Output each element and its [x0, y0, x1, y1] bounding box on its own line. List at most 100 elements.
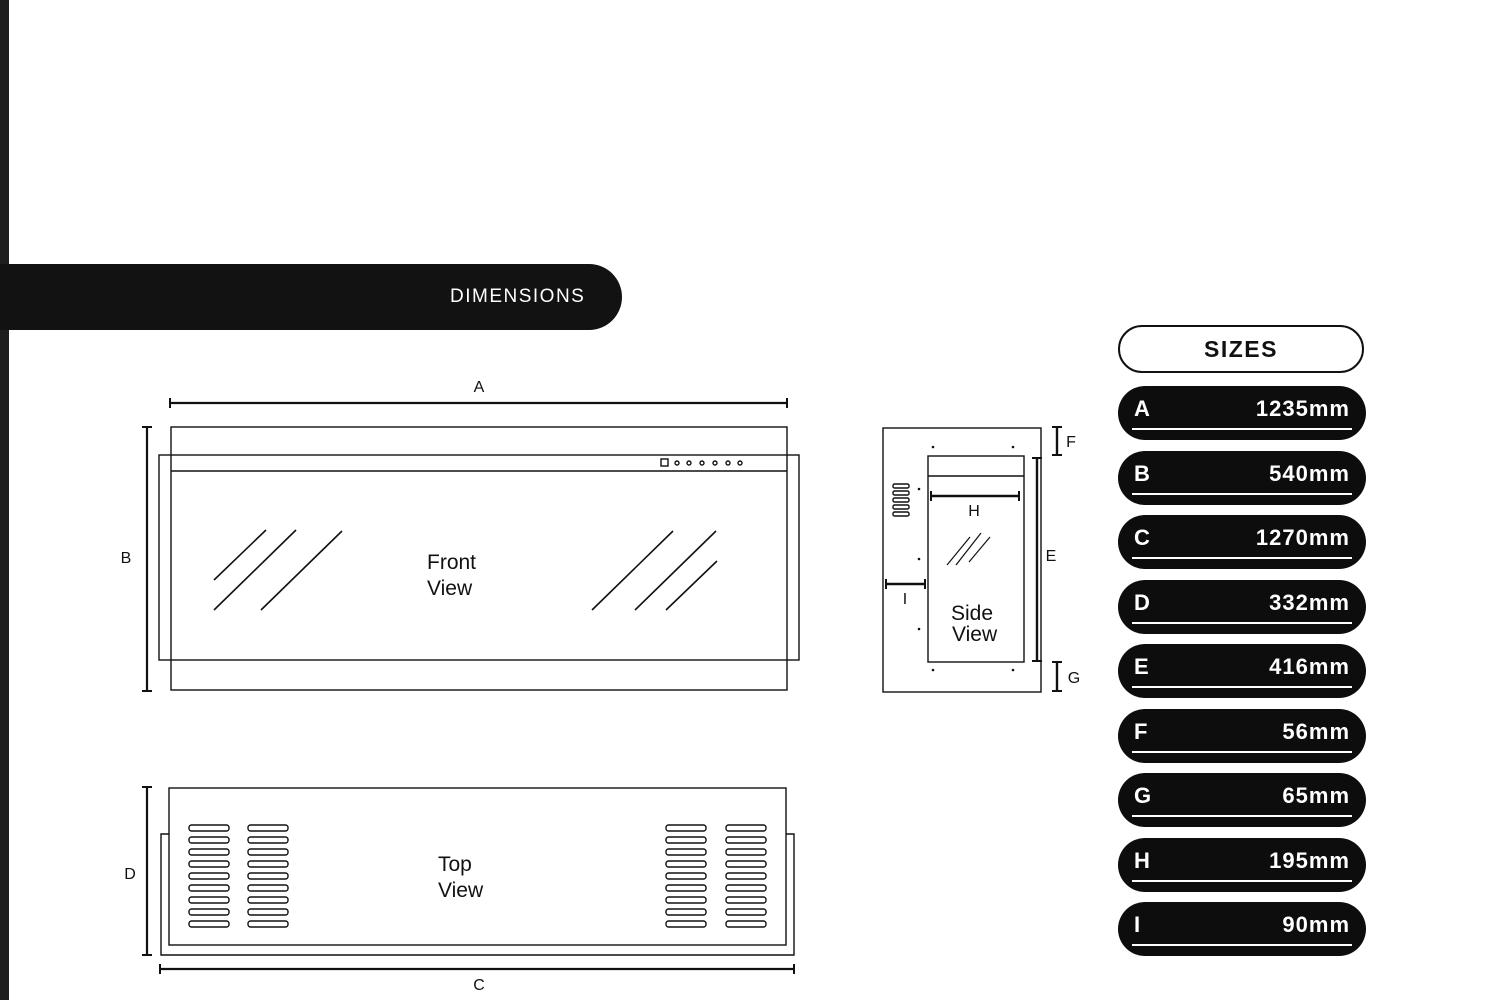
size-value: 540mm	[1269, 460, 1350, 486]
size-value: 332mm	[1269, 589, 1350, 615]
top-vent-slot	[247, 896, 289, 904]
dimension-e-label: E	[1046, 548, 1057, 565]
glass-reflection-left	[213, 529, 267, 581]
size-letter: B	[1134, 460, 1150, 486]
dimension-g-label: G	[1068, 670, 1080, 687]
front-control-dot	[699, 460, 705, 466]
top-vent-slot	[725, 872, 767, 880]
size-value: 1270mm	[1255, 525, 1350, 550]
top-rear-outline	[160, 833, 795, 956]
size-underline	[1132, 557, 1352, 559]
size-row-a: A 1235mm	[1118, 386, 1366, 440]
glass-reflection-left	[213, 529, 297, 611]
top-vent-slot	[725, 884, 767, 892]
side-vent-slot	[892, 490, 910, 496]
top-vent-slot	[665, 860, 707, 868]
size-row-d: D 332mm	[1118, 579, 1366, 634]
top-vent-slot	[725, 836, 767, 844]
front-control-dot	[712, 460, 718, 466]
top-vent-slot	[247, 848, 289, 856]
dimension-b-label: B	[121, 550, 132, 567]
size-underline	[1132, 815, 1352, 817]
top-vent-slot	[665, 848, 707, 856]
top-view-label-line1: Top	[438, 853, 472, 876]
size-underline	[1132, 879, 1352, 882]
side-dot	[917, 487, 921, 491]
front-outer-frame	[170, 426, 788, 691]
side-outer-frame	[882, 427, 1042, 693]
front-body	[158, 454, 800, 661]
size-row-h: H 195mm	[1118, 837, 1366, 892]
top-vent-slot	[247, 860, 289, 868]
top-vent-slot	[247, 920, 289, 928]
top-vent-slot	[725, 824, 767, 832]
top-vent-slot	[725, 896, 767, 904]
side-glass-reflection	[955, 532, 982, 566]
dimension-h-label: H	[968, 503, 980, 520]
size-value: 195mm	[1269, 847, 1350, 873]
glass-reflection-left	[260, 530, 343, 611]
top-vent-slot	[188, 872, 230, 880]
size-underline	[1132, 428, 1352, 430]
top-vent-slot	[725, 908, 767, 916]
size-letter: C	[1134, 525, 1150, 550]
glass-reflection-right	[665, 560, 718, 611]
size-value: 90mm	[1282, 912, 1350, 937]
top-vent-slot	[188, 836, 230, 844]
side-glass-reflection	[968, 536, 991, 563]
front-view-label-line2: View	[427, 577, 473, 600]
top-vent-slot	[247, 824, 289, 832]
top-vent-slot	[665, 824, 707, 832]
size-list: A 1235mm B 540mm C 1270mm D 332mm E 416m…	[1118, 386, 1366, 967]
size-row-f: F 56mm	[1118, 708, 1366, 763]
size-letter: D	[1134, 589, 1150, 615]
size-letter: I	[1134, 912, 1141, 937]
size-underline	[1132, 944, 1352, 946]
dimension-d-label: D	[124, 866, 136, 883]
top-vent-slot	[665, 920, 707, 928]
size-value: 56mm	[1282, 718, 1350, 744]
side-vent-slot	[892, 483, 910, 489]
top-vent-slot	[665, 908, 707, 916]
top-vent-slot	[665, 872, 707, 880]
left-edge-bar	[0, 0, 9, 1000]
size-letter: F	[1134, 718, 1148, 744]
front-control-dot	[674, 460, 680, 466]
side-dot	[917, 557, 921, 561]
dimension-f-label: F	[1066, 434, 1076, 451]
top-vent-slot	[188, 920, 230, 928]
size-underline	[1132, 621, 1352, 624]
front-control-dot	[725, 460, 731, 466]
top-vent-slot	[188, 848, 230, 856]
size-underline	[1132, 750, 1352, 753]
front-control-button	[660, 458, 669, 467]
top-vent-slot	[247, 908, 289, 916]
top-vent-slot	[188, 908, 230, 916]
side-glass-reflection	[946, 536, 971, 566]
top-view	[142, 786, 795, 974]
top-vent-slot	[665, 896, 707, 904]
side-dot	[931, 445, 935, 449]
size-letter: E	[1134, 654, 1149, 679]
top-vent-slot	[725, 860, 767, 868]
size-row-c: C 1270mm	[1118, 515, 1366, 569]
sizes-header: SIZES	[1118, 325, 1364, 373]
size-row-i: I 90mm	[1118, 902, 1366, 956]
size-value: 416mm	[1269, 654, 1350, 679]
top-vent-slot	[665, 836, 707, 844]
size-letter: A	[1134, 396, 1150, 421]
top-vent-slot	[188, 824, 230, 832]
side-dot	[1011, 445, 1015, 449]
side-body	[927, 455, 1025, 663]
dimensions-banner	[0, 264, 622, 330]
size-letter: H	[1134, 847, 1150, 873]
top-vent-slot	[725, 848, 767, 856]
side-view-dots	[917, 445, 1015, 672]
front-view-label-line1: Front	[427, 551, 476, 574]
top-vent-slot	[725, 920, 767, 928]
size-row-b: B 540mm	[1118, 450, 1366, 505]
side-dot	[917, 627, 921, 631]
top-vent-slot	[188, 896, 230, 904]
size-row-g: G 65mm	[1118, 773, 1366, 827]
